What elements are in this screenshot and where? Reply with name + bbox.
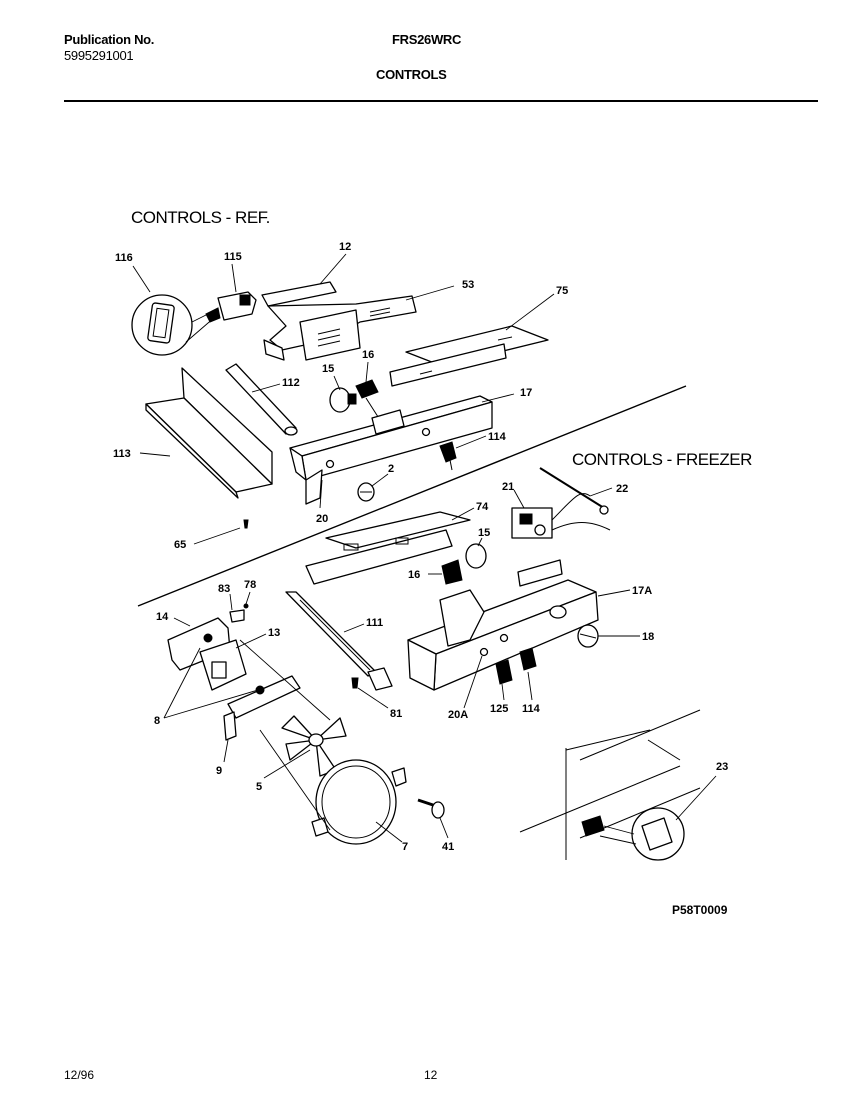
callout-label: 116 [115, 252, 133, 264]
part-41-screw [417, 798, 445, 819]
part-15-bulb-ref [329, 387, 357, 413]
part-9-bracket [223, 711, 237, 741]
part-83-clip [229, 603, 249, 623]
part-112-tube [225, 363, 298, 436]
section-title: CONTROLS [376, 67, 447, 82]
part-113-shelf [145, 367, 273, 499]
part-23-install-detail [519, 709, 701, 861]
part-74-bracket [305, 511, 471, 585]
callout-label: 2 [388, 463, 394, 475]
callout-label: 83 [218, 583, 230, 595]
callout-label: 41 [442, 841, 454, 853]
header-rule [64, 100, 818, 102]
part-75-cover [389, 325, 549, 387]
part-18-knob [577, 624, 599, 648]
callout-label: 18 [642, 631, 654, 643]
ref-controls-title: CONTROLS - REF. [131, 208, 270, 227]
part-115-switch [205, 291, 257, 323]
part-13-fan-motor [199, 639, 301, 719]
part-2-knob [357, 482, 375, 502]
part-22-capillary [539, 467, 609, 515]
callout-label: 65 [174, 539, 186, 551]
callout-label: 14 [156, 611, 169, 623]
callout-label: 125 [490, 703, 508, 715]
part-5-fan-blade [281, 715, 347, 777]
part-114-potentiometer-ref [439, 441, 457, 471]
callout-labels: 116 115 12 53 75 112 15 16 17 113 114 2 … [113, 241, 728, 853]
diagram-code: P58T0009 [672, 903, 728, 917]
callout-label: 15 [478, 527, 490, 539]
callout-label: 111 [366, 617, 383, 629]
callout-label: 7 [402, 841, 408, 853]
part-21-thermostat [511, 493, 611, 539]
callout-label: 16 [408, 569, 420, 581]
callout-label: 12 [339, 241, 351, 253]
callout-label: 113 [113, 448, 131, 460]
part-53-housing [261, 281, 417, 361]
callout-label: 81 [390, 708, 402, 720]
callout-label: 20A [448, 709, 468, 721]
callout-label: 115 [224, 251, 242, 263]
part-116-detail-circle [131, 294, 219, 356]
callout-label: 53 [462, 279, 474, 291]
callout-label: 5 [256, 781, 262, 793]
callout-label: 21 [502, 481, 514, 493]
part-111-wire-harness [285, 591, 393, 691]
callout-label: 17 [520, 387, 532, 399]
publication-label: Publication No. [64, 32, 155, 47]
part-7-fan-shroud [311, 759, 407, 845]
freezer-controls-title: CONTROLS - FREEZER [572, 450, 752, 469]
callout-label: 74 [476, 501, 489, 513]
callout-label: 78 [244, 579, 256, 591]
model-number: FRS26WRC [392, 32, 462, 47]
callout-label: 15 [322, 363, 334, 375]
callout-label: 23 [716, 761, 728, 773]
part-114-potentiometer-freezer [519, 647, 537, 671]
part-81-screw [351, 677, 359, 689]
part-16-socket-ref [355, 379, 381, 421]
callout-label: 9 [216, 765, 222, 777]
part-65-screw [243, 519, 249, 529]
callout-leader-lines [132, 253, 717, 843]
part-16-socket-freezer [441, 559, 463, 585]
callout-label: 114 [488, 431, 507, 443]
publication-number: 5995291001 [64, 48, 134, 63]
part-125-switch [495, 659, 513, 685]
part-17A-freezer-housing [407, 559, 599, 691]
callout-label: 13 [268, 627, 280, 639]
callout-label: 8 [154, 715, 160, 727]
callout-label: 20 [316, 513, 328, 525]
footer-date: 12/96 [64, 1068, 95, 1082]
callout-label: 112 [282, 377, 300, 389]
callout-label: 17A [632, 585, 652, 597]
callout-label: 22 [616, 483, 628, 495]
part-17-control-housing [289, 395, 493, 505]
section-divider-line [137, 385, 687, 607]
footer-page-number: 12 [424, 1068, 438, 1082]
callout-label: 16 [362, 349, 374, 361]
callout-label: 114 [522, 703, 541, 715]
part-15-bulb-freezer [465, 543, 487, 569]
callout-label: 75 [556, 285, 568, 297]
